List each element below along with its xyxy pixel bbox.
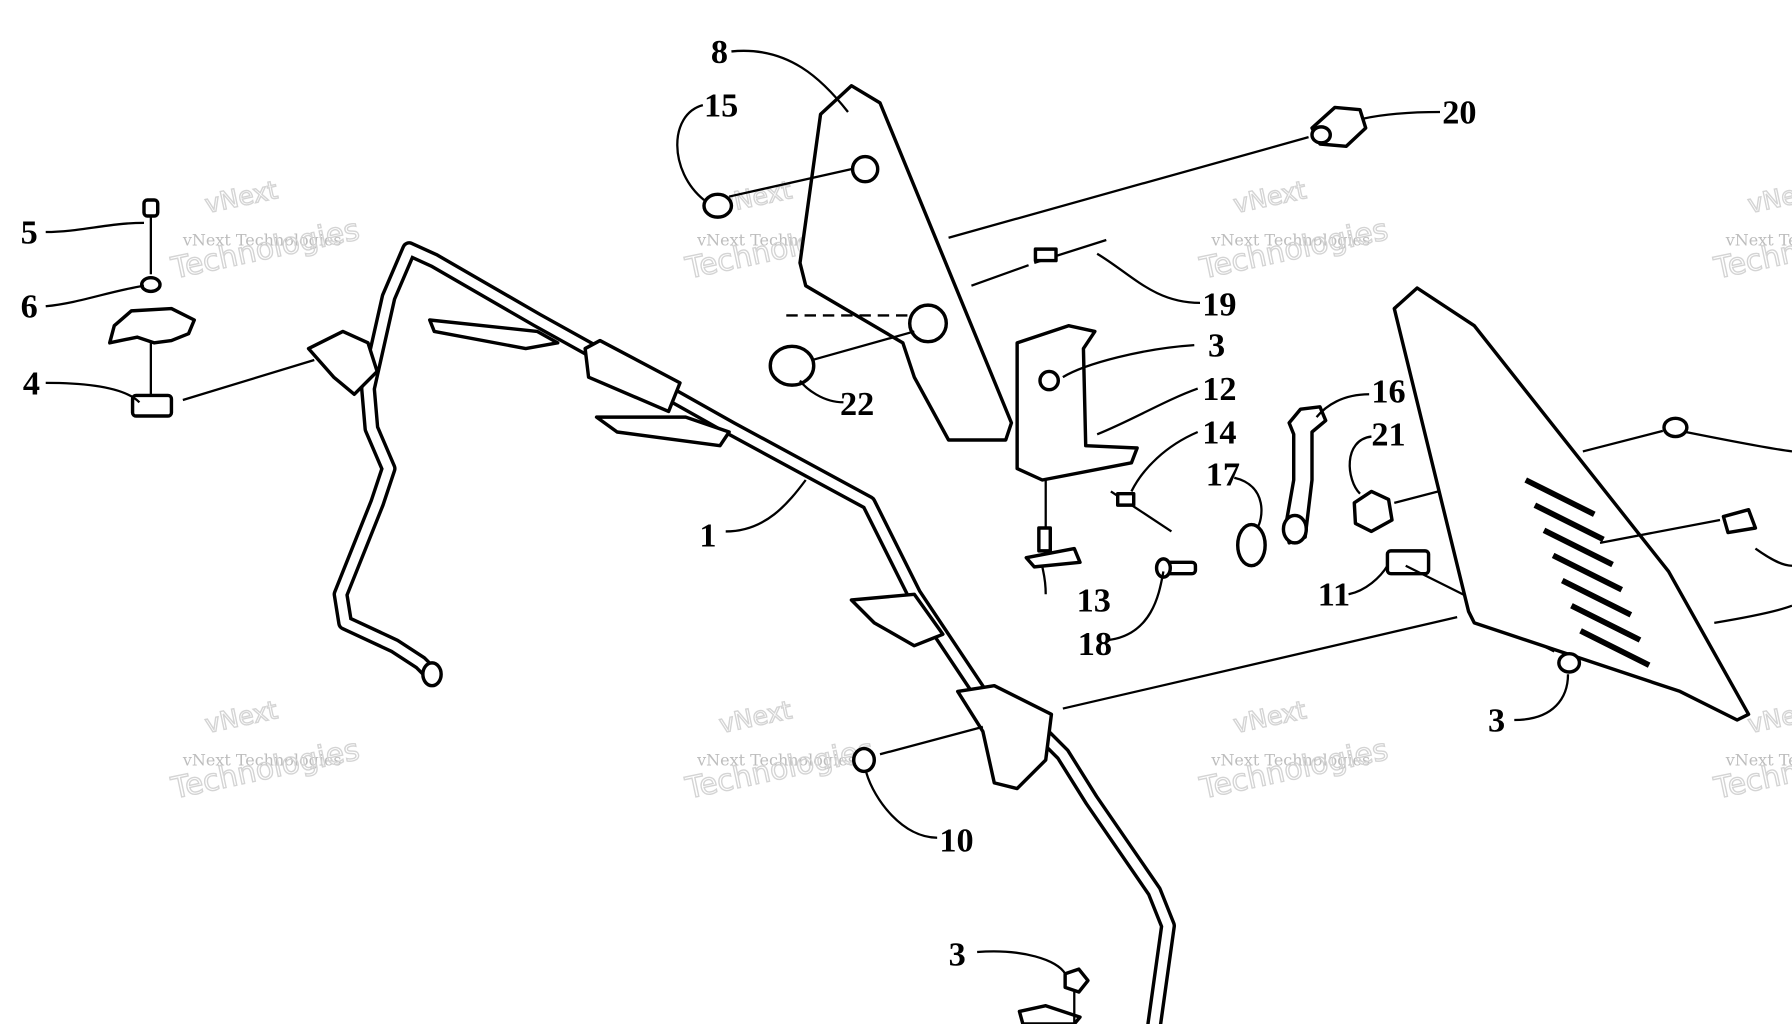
callout-13: 13 — [1077, 581, 1111, 619]
watermark-brand: vNext — [202, 175, 280, 219]
left-mount-group — [107, 198, 315, 418]
panel-slot — [1542, 527, 1614, 568]
callout-3: 3 — [1488, 701, 1505, 739]
callout-1: 1 — [699, 516, 716, 554]
cable-items — [971, 238, 1173, 533]
panel-slot — [1561, 578, 1633, 618]
callout-12: 12 — [1202, 370, 1236, 408]
watermark-brand: vNext — [717, 695, 795, 739]
callout-18: 18 — [1078, 625, 1112, 663]
watermark-line: vNext Technologies — [1210, 231, 1370, 250]
callout-3: 3 — [1208, 327, 1225, 365]
watermark-line: vNext Technologies — [696, 751, 856, 770]
callout-22: 22 — [840, 385, 874, 423]
watermark-word: Technologies — [1711, 732, 1792, 806]
right-side-panel — [1392, 286, 1758, 722]
panel-slot — [1579, 628, 1651, 668]
callout-5: 5 — [21, 213, 38, 251]
watermark-word: Technologies — [1196, 732, 1391, 806]
callout-17: 17 — [1206, 456, 1240, 494]
watermark-brand: vNext — [202, 695, 280, 739]
panel-slot — [1524, 477, 1596, 517]
watermark-word: Technologies — [1196, 212, 1391, 286]
watermark-word: Technologies — [168, 732, 363, 806]
callout-labels: 1 3 3 3 4 5 6 8 10 11 12 13 14 15 16 17 … — [21, 33, 1506, 974]
panel-slot — [1533, 502, 1605, 542]
watermark-brand: vNext — [1231, 175, 1309, 219]
watermark-brand: vNext — [1745, 175, 1792, 219]
fastener-items — [702, 105, 1368, 387]
callout-14: 14 — [1202, 413, 1236, 451]
callout-15: 15 — [704, 87, 738, 125]
watermark-word: Technologies — [682, 732, 877, 806]
callout-10: 10 — [939, 821, 973, 859]
callout-16: 16 — [1371, 372, 1405, 410]
watermark-line: vNext Technologies — [1725, 751, 1792, 770]
watermark-line: vNext Technologies — [1725, 231, 1792, 250]
watermark-line: vNext Technologies — [182, 751, 342, 770]
panel-slot — [1570, 603, 1642, 643]
watermark-word: Technologies — [168, 212, 363, 286]
watermark-line: vNext Technologies — [182, 231, 342, 250]
callout-20: 20 — [1442, 93, 1476, 131]
callout-4: 4 — [23, 364, 40, 402]
callout-11: 11 — [1318, 576, 1350, 614]
callout-8: 8 — [711, 33, 728, 71]
callout-19: 19 — [1202, 285, 1236, 323]
callout-21: 21 — [1371, 416, 1405, 454]
watermark-brand: vNext — [1231, 695, 1309, 739]
watermark-brand: vNext — [1745, 695, 1792, 739]
callout-leaders — [45, 49, 1792, 975]
upper-plate-part — [728, 83, 1309, 442]
callout-3: 3 — [949, 936, 966, 974]
panel-slot — [1551, 552, 1623, 593]
bracket-12-part — [1015, 323, 1139, 569]
watermark-line: vNext Technologies — [1210, 751, 1370, 770]
frame-tube-part — [306, 241, 1176, 1024]
callout-6: 6 — [21, 288, 38, 326]
nut-items — [851, 616, 1458, 1024]
watermark-word: Technologies — [1711, 212, 1792, 286]
